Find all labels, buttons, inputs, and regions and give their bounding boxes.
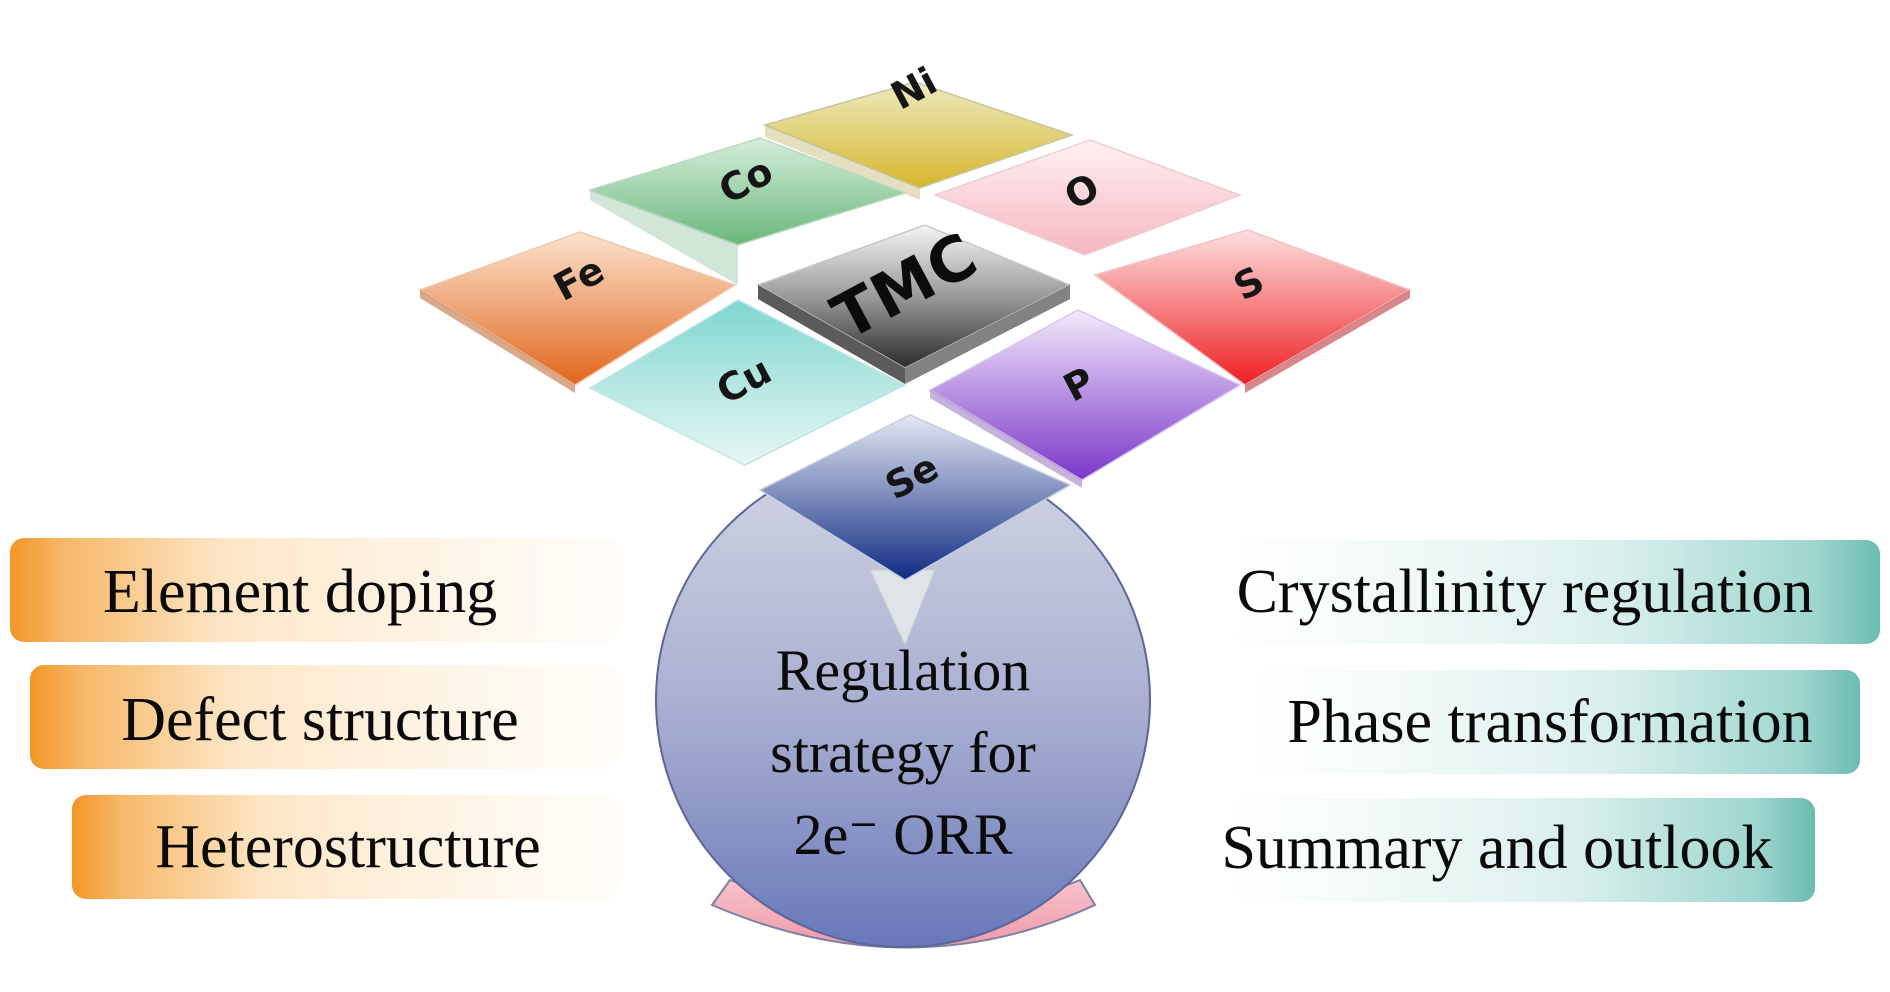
left-item-label: Defect structure [121, 686, 519, 754]
hub-line-2: strategy for [770, 720, 1036, 785]
left-item-heterostructure: Heterostructure [72, 795, 618, 899]
left-item-label: Element doping [103, 558, 497, 626]
tile-se: Se [758, 414, 1072, 581]
left-item-defect-structure: Defect structure [30, 665, 618, 769]
hub-line-1: Regulation [776, 638, 1031, 703]
right-item-label: Crystallinity regulation [1237, 558, 1814, 626]
right-item-label: Summary and outlook [1221, 814, 1772, 882]
tile-s: S [1093, 229, 1412, 393]
hub: Regulation strategy for 2e⁻ ORR [655, 452, 1151, 949]
right-list: Crystallinity regulation Phase transform… [1221, 540, 1880, 902]
right-item-crystallinity-regulation: Crystallinity regulation [1225, 540, 1880, 644]
tile-p: P [928, 309, 1242, 488]
hub-line-3: 2e⁻ ORR [793, 802, 1012, 867]
tile-co: Co [587, 137, 908, 285]
tile-fe: Fe [418, 231, 737, 393]
right-item-phase-transformation: Phase transformation [1245, 670, 1860, 774]
tile-o: O [932, 139, 1243, 256]
left-list: Element doping Defect structure Heterost… [10, 538, 618, 899]
left-item-element-doping: Element doping [10, 538, 618, 642]
tile-cu: Cu [588, 299, 907, 466]
right-item-summary-and-outlook: Summary and outlook [1221, 798, 1815, 902]
right-item-label: Phase transformation [1287, 688, 1812, 756]
tile-ni: Ni [762, 59, 1075, 200]
left-item-label: Heterostructure [155, 813, 541, 881]
tile-center: TMC [756, 218, 1072, 384]
